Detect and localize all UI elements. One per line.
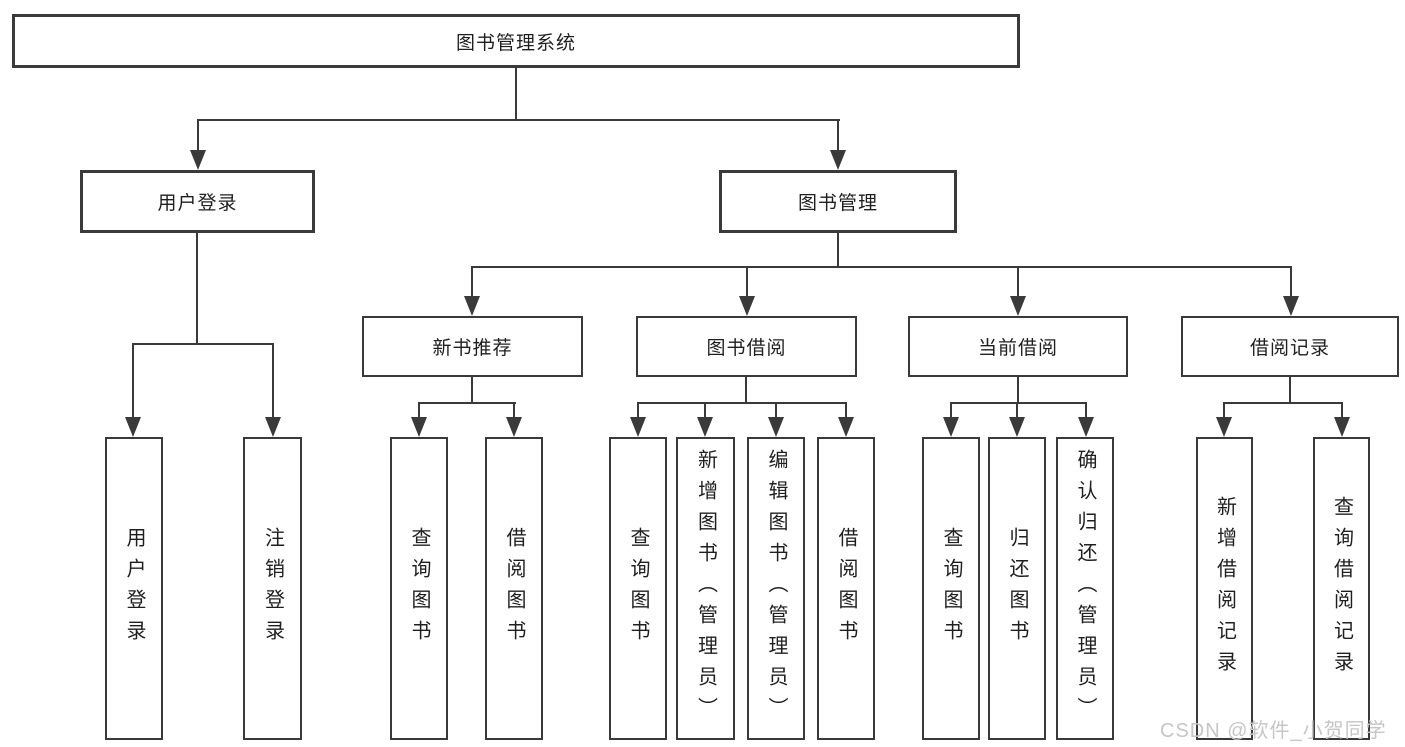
connector-drop	[1016, 404, 1018, 418]
arrow-down-icon	[768, 417, 784, 437]
connector-book-mgmt-split	[471, 266, 1292, 268]
leaf-confirm-return-admin-label: 确认归还（管理员）	[1074, 449, 1096, 728]
node-book-mgmt-label: 图书管理	[797, 193, 878, 214]
leaf-return-book: 归还图书	[988, 437, 1046, 740]
arrow-down-icon	[739, 296, 755, 316]
connector-user-login-split	[132, 343, 274, 345]
connector-drop	[1085, 404, 1087, 418]
leaf-borrow-book-label: 借阅图书	[835, 526, 857, 651]
leaf-query-borrow-record-label: 查询借阅记录	[1330, 495, 1353, 682]
arrow-down-icon	[190, 150, 206, 170]
leaf-query-book-current: 查询图书	[922, 437, 980, 740]
node-book-borrow-label: 图书借阅	[706, 338, 787, 359]
leaf-user-login-label: 用户登录	[123, 526, 145, 651]
connector-current-split	[950, 402, 1087, 404]
leaf-confirm-return-admin: 确认归还（管理员）	[1056, 437, 1114, 740]
connector-drop-book-mgmt	[837, 121, 839, 151]
connector-drop	[845, 404, 847, 418]
connector-user-login-stem	[196, 233, 198, 343]
arrow-down-icon	[1283, 296, 1299, 316]
connector-new-book-stem	[471, 377, 473, 404]
node-borrow-records-label: 借阅记录	[1249, 338, 1330, 359]
connector-current-stem	[1017, 377, 1019, 404]
connector-drop-user-login	[197, 121, 199, 151]
connector-borrow-stem	[745, 377, 747, 404]
leaf-query-book-borrow-label: 查询图书	[627, 526, 649, 651]
node-root-label: 图书管理系统	[455, 32, 576, 54]
leaf-borrow-book: 借阅图书	[817, 437, 875, 740]
connector-drop	[1223, 404, 1225, 418]
leaf-return-book-label: 归还图书	[1006, 526, 1028, 651]
connector-root-split	[197, 119, 840, 121]
connector-drop	[1341, 404, 1343, 418]
arrow-down-icon	[697, 417, 713, 437]
arrow-down-icon	[265, 417, 281, 437]
connector-drop-leaf-logout	[272, 345, 274, 417]
connector-drop	[418, 404, 420, 418]
leaf-add-borrow-record: 新增借阅记录	[1196, 437, 1253, 740]
connector-records-stem	[1289, 377, 1291, 404]
arrow-down-icon	[125, 417, 141, 437]
arrow-down-icon	[1334, 417, 1350, 437]
node-new-book-rec: 新书推荐	[362, 316, 583, 377]
connector-drop-current	[1017, 268, 1019, 296]
leaf-query-book-newrec-label: 查询图书	[408, 526, 430, 651]
node-current-borrow: 当前借阅	[908, 316, 1128, 377]
arrow-down-icon	[464, 296, 480, 316]
leaf-add-book-admin-label: 新增图书（管理员）	[694, 449, 717, 728]
arrow-down-icon	[830, 150, 846, 170]
node-root-system: 图书管理系统	[12, 14, 1020, 68]
connector-drop	[637, 404, 639, 418]
connector-records-split	[1223, 402, 1343, 404]
connector-root-stem	[515, 68, 517, 121]
connector-new-book-split	[418, 402, 516, 404]
node-borrow-records: 借阅记录	[1181, 316, 1399, 377]
csdn-watermark: CSDN @软件_小贺同学	[1160, 720, 1387, 742]
connector-drop	[704, 404, 706, 418]
node-new-book-rec-label: 新书推荐	[432, 338, 513, 359]
connector-drop	[775, 404, 777, 418]
leaf-query-book-current-label: 查询图书	[940, 526, 962, 651]
leaf-add-book-admin: 新增图书（管理员）	[676, 437, 735, 740]
arrow-down-icon	[1216, 417, 1232, 437]
arrow-down-icon	[411, 417, 427, 437]
node-user-login-label: 用户登录	[157, 193, 238, 214]
leaf-query-borrow-record: 查询借阅记录	[1313, 437, 1370, 740]
arrow-down-icon	[943, 417, 959, 437]
arrow-down-icon	[838, 417, 854, 437]
arrow-down-icon	[1010, 296, 1026, 316]
arrow-down-icon	[1009, 417, 1025, 437]
node-user-login: 用户登录	[80, 170, 315, 233]
leaf-logout-label: 注销登录	[261, 526, 284, 651]
connector-drop-leaf-login	[132, 345, 134, 417]
arrow-down-icon	[506, 417, 522, 437]
connector-book-mgmt-stem	[837, 233, 839, 266]
leaf-add-borrow-record-label: 新增借阅记录	[1213, 495, 1236, 682]
connector-drop-borrow	[746, 268, 748, 296]
leaf-query-book-newrec: 查询图书	[390, 437, 448, 740]
leaf-borrow-book-newrec-label: 借阅图书	[503, 526, 525, 651]
leaf-borrow-book-newrec: 借阅图书	[485, 437, 543, 740]
leaf-edit-book-admin: 编辑图书（管理员）	[747, 437, 805, 740]
leaf-logout: 注销登录	[243, 437, 302, 740]
leaf-query-book-borrow: 查询图书	[609, 437, 667, 740]
arrow-down-icon	[630, 417, 646, 437]
connector-drop-records	[1290, 268, 1292, 296]
node-current-borrow-label: 当前借阅	[977, 338, 1058, 359]
connector-drop	[950, 404, 952, 418]
connector-drop-new-book	[471, 268, 473, 296]
leaf-user-login: 用户登录	[105, 437, 163, 740]
node-book-mgmt: 图书管理	[719, 170, 957, 233]
connector-borrow-split	[637, 402, 847, 404]
connector-drop	[513, 404, 515, 418]
node-book-borrow: 图书借阅	[636, 316, 857, 377]
leaf-edit-book-admin-label: 编辑图书（管理员）	[765, 449, 787, 728]
arrow-down-icon	[1078, 417, 1094, 437]
